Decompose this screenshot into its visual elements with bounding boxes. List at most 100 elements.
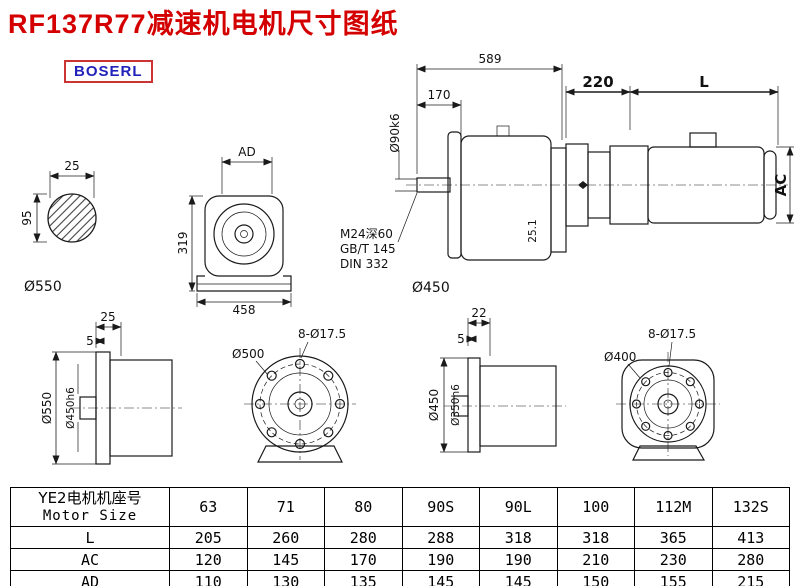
dim-220: 220 bbox=[582, 73, 613, 91]
table-cell: 210 bbox=[556, 548, 635, 571]
table-cell: 145 bbox=[401, 570, 480, 586]
table-cell: 288 bbox=[401, 526, 480, 549]
gearbox-housing bbox=[204, 195, 284, 277]
bolt-hole bbox=[294, 438, 306, 450]
view-flange-front-small: Ø400 8-Ø17.5 bbox=[604, 327, 720, 461]
table-cell: 110 bbox=[169, 570, 248, 586]
label-tap-hole: M24深60 bbox=[340, 227, 393, 241]
dim-flange-450: Ø450 bbox=[412, 280, 450, 296]
bolt-hole bbox=[663, 430, 673, 441]
view-gearbox-front: AD 319 458 bbox=[176, 145, 292, 317]
size-col-header: 71 bbox=[246, 487, 325, 527]
table-cell: 130 bbox=[246, 570, 325, 586]
dim-spigot-dia: Ø450h6 bbox=[65, 387, 77, 429]
terminal-box bbox=[689, 132, 717, 148]
flange-plate bbox=[467, 357, 481, 453]
size-col-header: 90S bbox=[401, 487, 480, 527]
view-shaft-section: 25 95 Ø550 bbox=[20, 159, 97, 295]
motor-dimension-table: YE2电机机座号 Motor Size 63 71 80 90S 90L 100… bbox=[10, 487, 790, 586]
dim-AD: AD bbox=[238, 145, 255, 159]
size-col-header: 90L bbox=[479, 487, 558, 527]
dim-shaft-height: 95 bbox=[20, 210, 34, 225]
dim-spigot-step: 5 bbox=[457, 332, 465, 346]
bolt-hole bbox=[254, 398, 266, 410]
table-cell: 205 bbox=[169, 526, 248, 549]
table-cell: 155 bbox=[634, 570, 713, 586]
gearbox-adapter-plate bbox=[550, 147, 567, 253]
table-cell: 365 bbox=[634, 526, 713, 549]
header-cn: YE2电机机座号 bbox=[38, 489, 142, 507]
table-cell: 318 bbox=[556, 526, 635, 549]
size-col-header: 80 bbox=[324, 487, 403, 527]
page-title: RF137R77减速机电机尺寸图纸 bbox=[8, 9, 399, 39]
table-cell: 230 bbox=[634, 548, 713, 571]
dim-shaft-width: 25 bbox=[64, 159, 79, 173]
row-label: AD bbox=[10, 570, 170, 586]
label-standard-1: GB/T 145 bbox=[340, 242, 396, 256]
shaft-section-circle bbox=[47, 193, 97, 243]
bolt-hole bbox=[641, 421, 651, 431]
bolt-hole bbox=[323, 370, 334, 381]
row-label: AC bbox=[10, 548, 170, 571]
dim-170: 170 bbox=[428, 88, 451, 102]
table-header-row: YE2电机机座号 Motor Size 63 71 80 90S 90L 100… bbox=[10, 487, 790, 527]
dim-589: 589 bbox=[479, 52, 502, 66]
header-en: Motor Size bbox=[42, 508, 138, 524]
table-cell: 150 bbox=[556, 570, 635, 586]
table-cell: 215 bbox=[711, 570, 790, 586]
table-cell: 135 bbox=[324, 570, 403, 586]
table-cell: 145 bbox=[246, 548, 325, 571]
table-cell: 318 bbox=[479, 526, 558, 549]
table-cell: 190 bbox=[401, 548, 480, 571]
dim-shaft-diameter: Ø90k6 bbox=[388, 113, 402, 152]
label-bolt-holes: 8-Ø17.5 bbox=[298, 327, 346, 341]
label-standard-2: DIN 332 bbox=[340, 257, 388, 271]
dim-AC: AC bbox=[772, 174, 790, 197]
label-bolt-holes: 8-Ø17.5 bbox=[648, 327, 696, 341]
size-col-header: 132S bbox=[711, 487, 790, 527]
bolt-hole bbox=[663, 367, 673, 378]
view-flange-side-small: 22 5 Ø450 Ø350h6 bbox=[427, 306, 566, 453]
table-cell: 280 bbox=[711, 548, 790, 571]
base-feet bbox=[632, 445, 706, 461]
bolt-hole bbox=[266, 427, 277, 438]
breather-plug bbox=[496, 125, 510, 137]
dim-319: 319 bbox=[176, 232, 190, 255]
bolt-hole bbox=[641, 377, 651, 387]
table-header-motor-size: YE2电机机座号 Motor Size bbox=[10, 487, 170, 527]
dim-spigot-dia: Ø350h6 bbox=[450, 384, 462, 426]
size-col-header: 100 bbox=[556, 487, 635, 527]
bolt-hole bbox=[266, 370, 277, 381]
dim-flange-thickness: 25 bbox=[100, 310, 115, 324]
bolt-hole bbox=[685, 377, 695, 387]
table-row-AD: AD 110 130 135 145 145 150 155 215 bbox=[10, 570, 790, 586]
output-shaft bbox=[416, 177, 451, 193]
table-cell: 170 bbox=[324, 548, 403, 571]
bolt-hole bbox=[323, 427, 334, 438]
gearbox-flange-plate bbox=[447, 131, 462, 259]
table-cell: 120 bbox=[169, 548, 248, 571]
dim-key-height: 25.1 bbox=[527, 219, 539, 242]
table-cell: 413 bbox=[711, 526, 790, 549]
dim-flange-thickness: 22 bbox=[471, 306, 486, 320]
view-assembly-side: 589 170 Ø90k6 M24深60 GB/T 145 DIN 332 25… bbox=[340, 52, 794, 296]
table-cell: 190 bbox=[479, 548, 558, 571]
gearbox-body-side bbox=[109, 359, 173, 457]
table-cell: 260 bbox=[246, 526, 325, 549]
gearbox-base bbox=[196, 275, 292, 292]
gearbox-body-side bbox=[479, 365, 557, 447]
brand-logo: BOSERL bbox=[64, 60, 153, 83]
motor-fan-cover bbox=[763, 150, 777, 220]
table-cell: 280 bbox=[324, 526, 403, 549]
view-flange-front-large: Ø500 8-Ø17.5 bbox=[232, 327, 356, 463]
dim-spigot-step: 5 bbox=[86, 334, 94, 348]
dim-flange-od: Ø550 bbox=[40, 392, 54, 424]
bolt-hole bbox=[685, 421, 695, 431]
base-feet bbox=[257, 445, 343, 463]
table-row-AC: AC 120 145 170 190 190 210 230 280 bbox=[10, 548, 790, 571]
row-label: L bbox=[10, 526, 170, 549]
label-diameter-550: Ø550 bbox=[24, 279, 62, 295]
bolt-hole bbox=[694, 399, 705, 409]
bolt-hole bbox=[631, 399, 642, 409]
